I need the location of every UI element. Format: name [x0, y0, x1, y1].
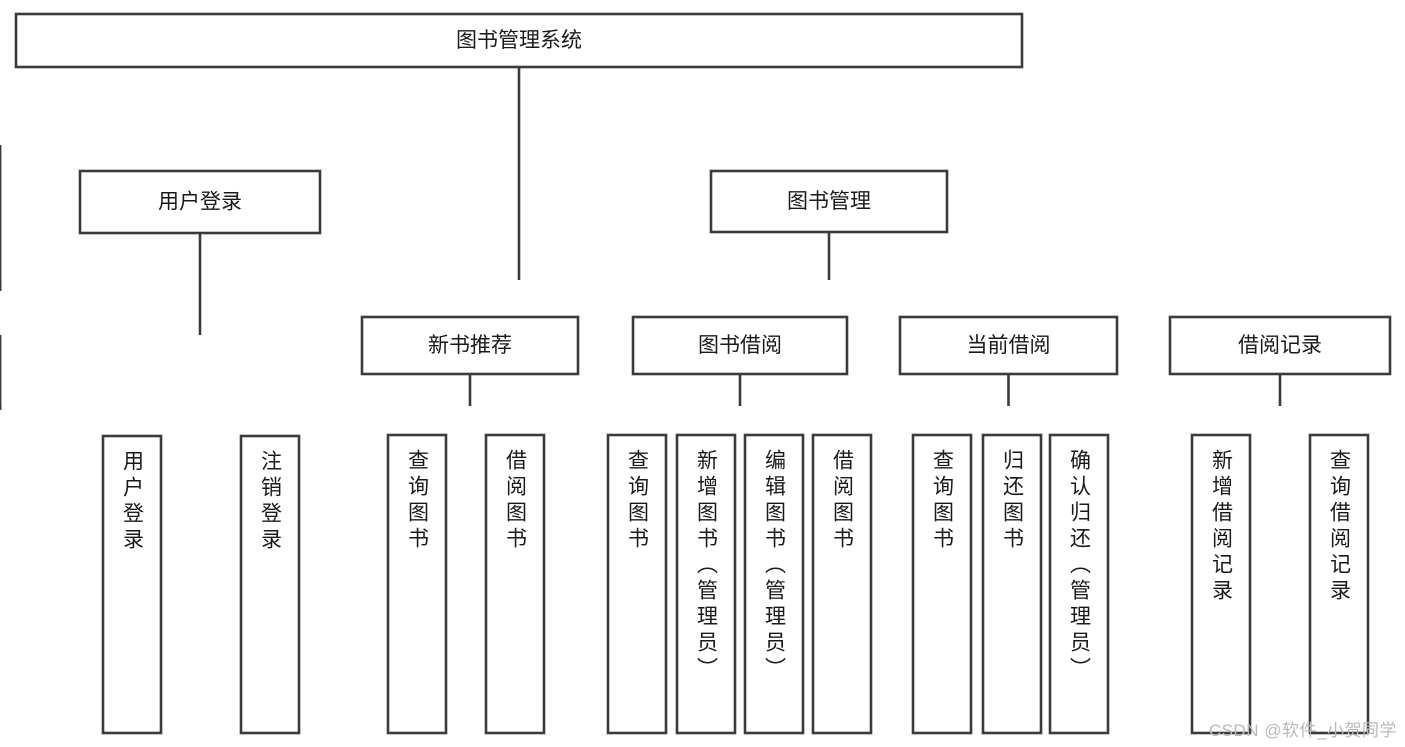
node-box-new-book-rec — [360, 315, 580, 376]
node-box-edit-book — [743, 433, 805, 735]
node-box-return-book — [981, 433, 1043, 735]
node-label-current-borrow: 当前借阅 — [967, 334, 1051, 357]
node-label-user-login: 用户登录 — [158, 191, 242, 214]
node-box-query-book-1 — [386, 433, 448, 735]
boxes-layer — [14, 12, 1392, 735]
node-box-book-manage — [709, 169, 949, 234]
node-box-query-book-3 — [911, 433, 973, 735]
connectors-layer — [0, 67, 1282, 410]
watermark-text: CSDN @软件_小贺同学 — [1208, 721, 1397, 740]
node-box-user-login — [78, 169, 322, 235]
node-label-book-manage: 图书管理 — [787, 190, 871, 213]
node-label-book-borrow: 图书借阅 — [698, 334, 782, 357]
node-box-query-record — [1308, 433, 1370, 735]
node-box-book-borrow — [631, 315, 849, 376]
node-box-borrow-book-1 — [484, 433, 546, 735]
node-box-borrow-book-2 — [811, 433, 873, 735]
node-box-confirm-return — [1048, 433, 1110, 735]
node-box-add-record — [1190, 433, 1252, 735]
node-box-login-do — [101, 434, 163, 735]
node-label-borrow-record: 借阅记录 — [1238, 334, 1322, 357]
node-box-query-book-2 — [606, 433, 668, 735]
node-box-logout-do — [239, 434, 301, 735]
node-label-new-book-rec: 新书推荐 — [428, 334, 512, 357]
node-box-borrow-record — [1168, 315, 1392, 376]
node-box-add-book — [675, 433, 737, 735]
node-box-current-borrow — [898, 315, 1119, 376]
node-label-root: 图书管理系统 — [456, 29, 582, 52]
node-box-root — [14, 12, 1024, 69]
